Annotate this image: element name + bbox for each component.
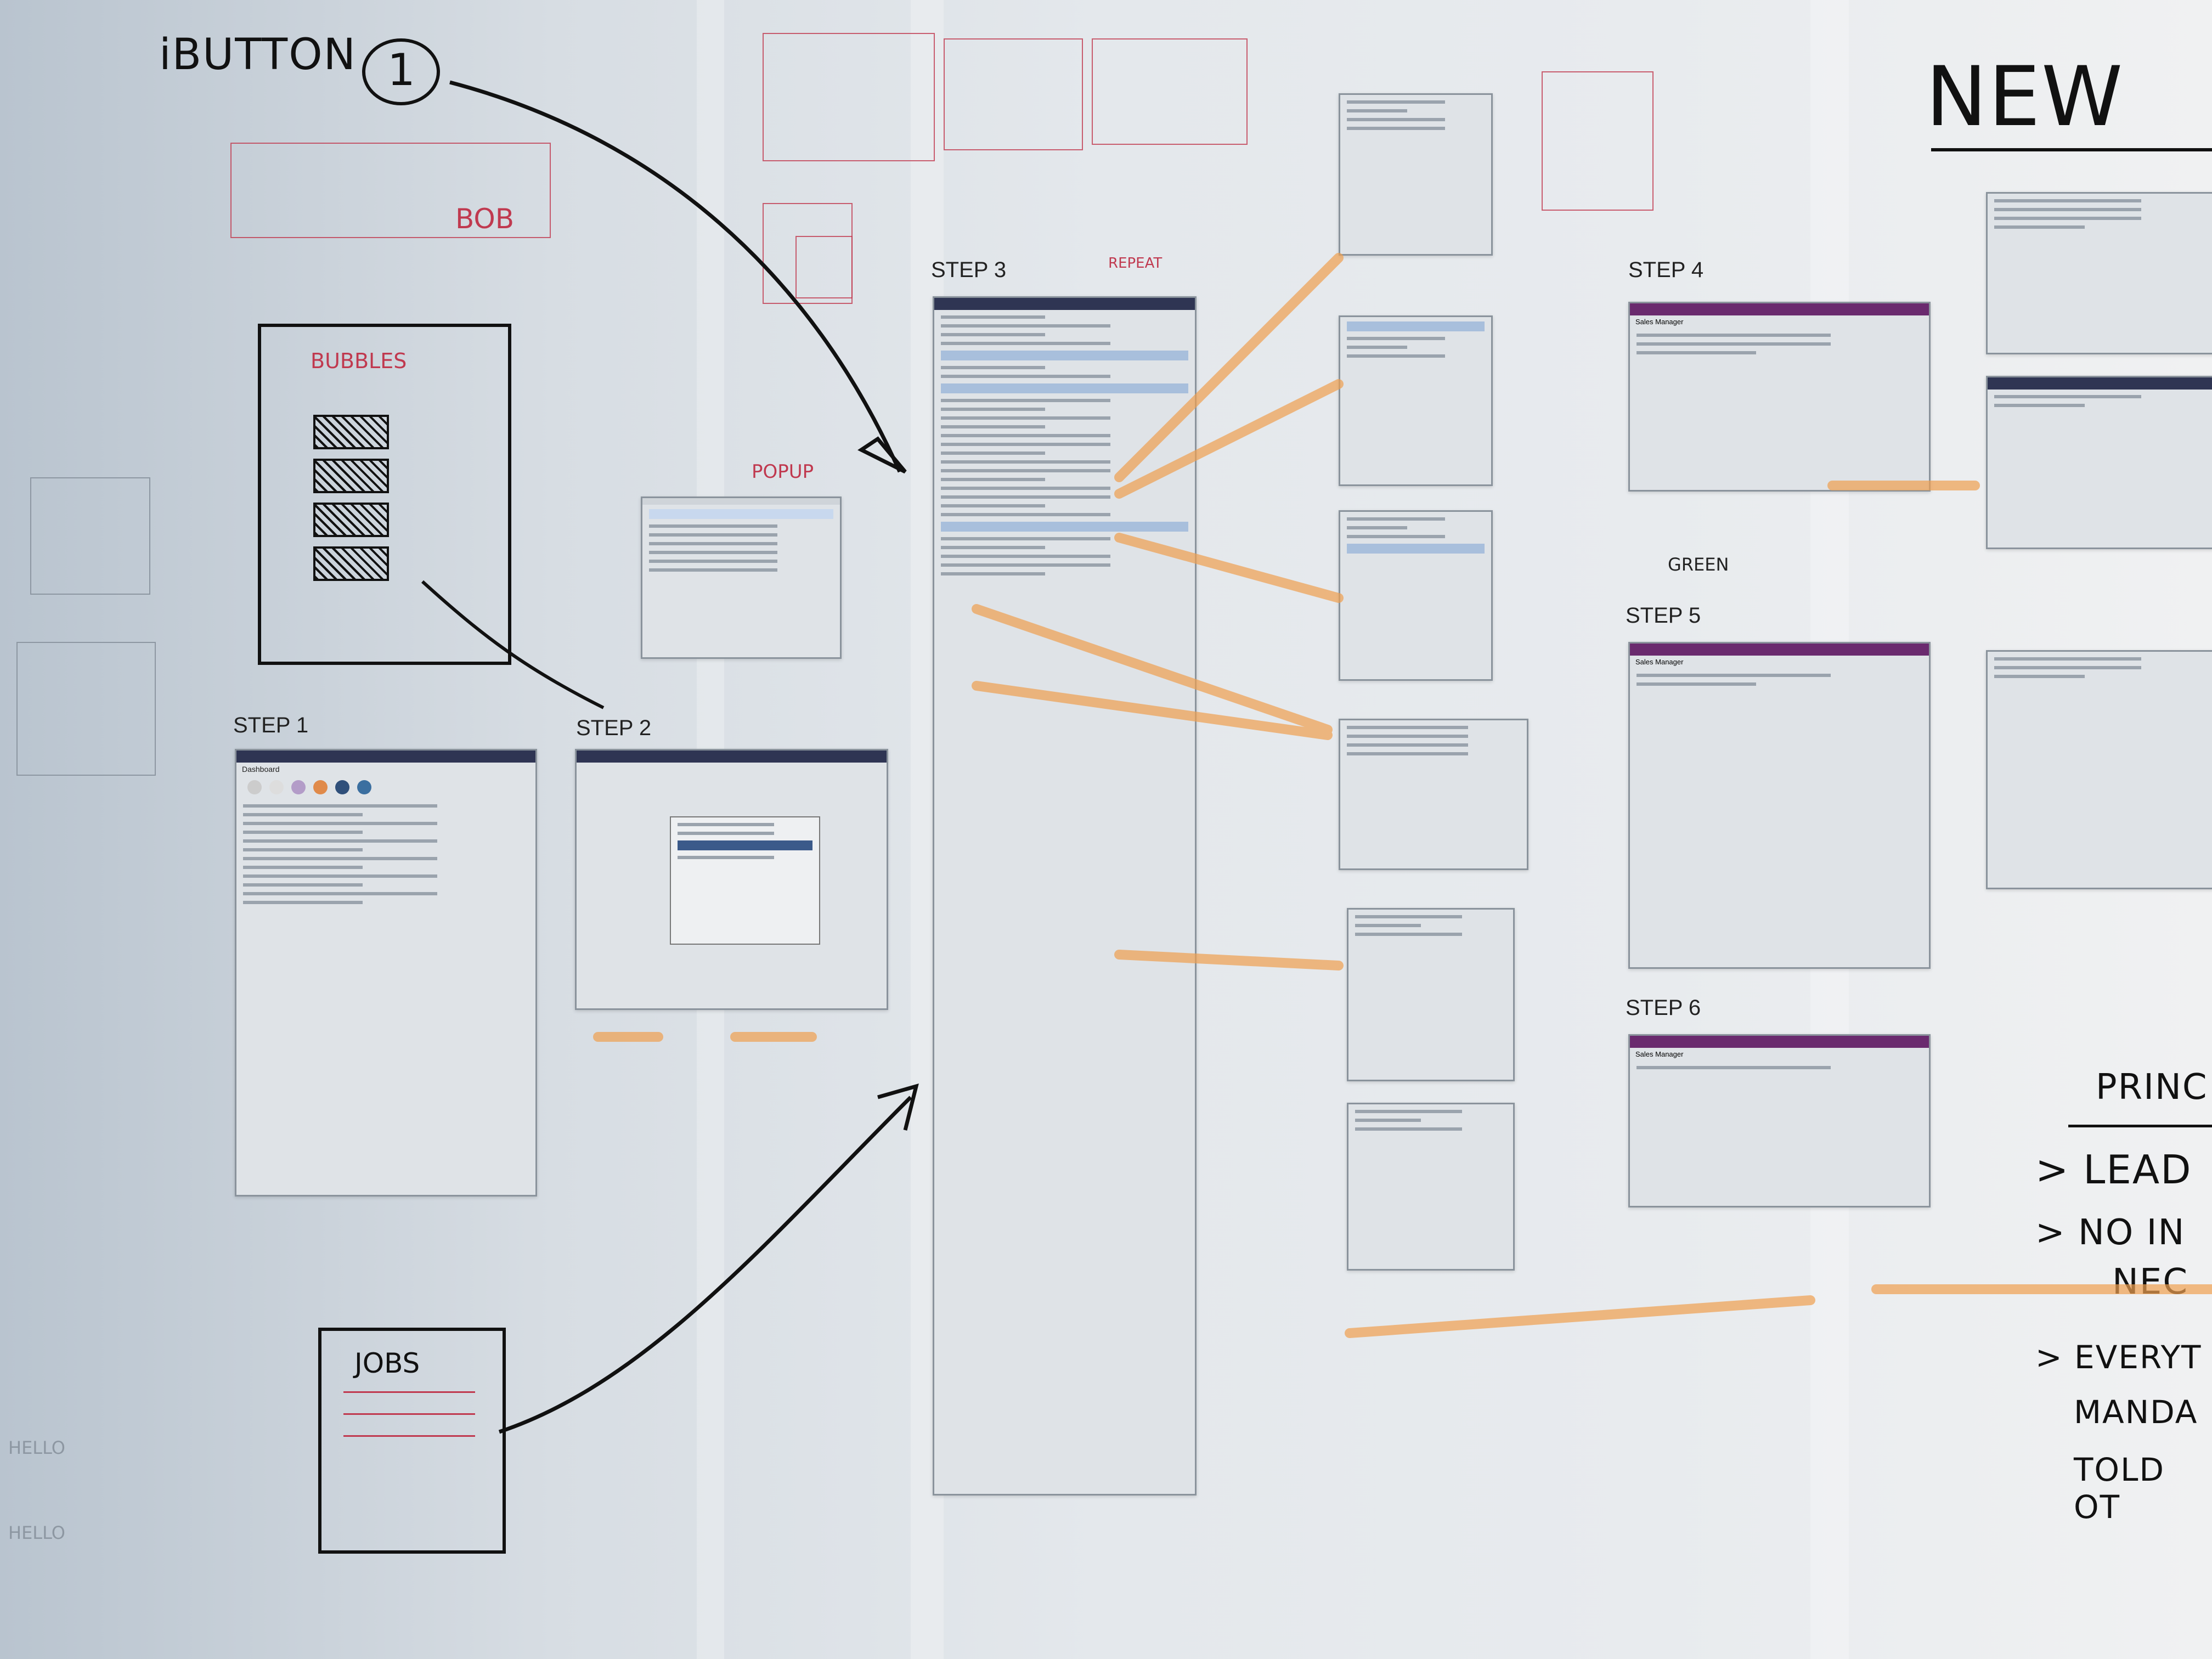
step-5-label: STEP 5 xyxy=(1626,603,1701,628)
search-screen xyxy=(1347,1103,1515,1271)
green-note: GREEN xyxy=(1668,554,1729,575)
bubble-bar xyxy=(313,503,389,537)
modal xyxy=(670,816,820,945)
search-screen xyxy=(1339,719,1528,870)
step-6-label: STEP 6 xyxy=(1626,996,1701,1020)
step-1-label: STEP 1 xyxy=(233,713,309,737)
screen-header: Sales Manager xyxy=(1635,318,1684,326)
bubbles-label: BUBBLES xyxy=(311,349,407,373)
jobs-label: JOBS xyxy=(354,1347,420,1379)
principle-item: NEC xyxy=(2112,1262,2188,1302)
bubble-bar xyxy=(313,546,389,581)
red-wireframe xyxy=(1542,71,1654,211)
screen-header: Sales Manager xyxy=(1635,1050,1684,1058)
principle-item: > NO IN xyxy=(2035,1212,2186,1253)
bubble-row xyxy=(236,776,535,799)
red-wireframe xyxy=(944,38,1083,150)
red-wireframe xyxy=(763,33,935,161)
principle-item: MANDA xyxy=(2074,1393,2198,1431)
circle-number: 1 xyxy=(387,44,416,95)
repeat-label: REPEAT xyxy=(1108,255,1163,272)
jobs-sketch: JOBS xyxy=(318,1328,506,1554)
red-line xyxy=(343,1391,475,1393)
red-wireframe xyxy=(795,236,853,298)
red-wireframe xyxy=(230,143,551,238)
step-3-label: STEP 3 xyxy=(931,258,1007,282)
step-2-label: STEP 2 xyxy=(576,716,652,740)
new-title: NEW xyxy=(1926,49,2124,145)
bubbles-sketch: BUBBLES xyxy=(258,324,511,665)
popup-screenshot xyxy=(641,496,842,659)
faded-sketch xyxy=(16,642,156,776)
screen-header: Sales Manager xyxy=(1635,658,1684,666)
hello-note: HELLO xyxy=(8,1522,65,1543)
search-screen xyxy=(1339,315,1493,486)
step-2-screenshot xyxy=(575,749,888,1010)
faded-sketch xyxy=(30,477,150,595)
search-screen xyxy=(1347,908,1515,1081)
step-4-label: STEP 4 xyxy=(1628,258,1704,282)
bubble-bar xyxy=(313,459,389,493)
bob-label: BOB xyxy=(455,203,515,235)
principle-item: TOLD OT xyxy=(2074,1451,2165,1526)
step-5-screenshot: Sales Manager xyxy=(1628,642,1931,969)
red-wireframe xyxy=(1092,38,1248,145)
new-screen xyxy=(1986,192,2212,354)
step-1-screenshot: Dashboard xyxy=(235,749,537,1197)
step-3-screenshot xyxy=(933,296,1197,1496)
ibutton-note: iBUTTON xyxy=(159,30,357,80)
search-screen xyxy=(1339,510,1493,681)
number-circle: 1 xyxy=(362,38,440,105)
red-line xyxy=(343,1435,475,1437)
step-4-screenshot: Sales Manager xyxy=(1628,302,1931,492)
principle-item: > LEAD xyxy=(2035,1147,2192,1193)
new-screen xyxy=(1986,376,2212,549)
underline xyxy=(2068,1125,2212,1127)
underline xyxy=(1931,148,2212,151)
hello-note: HELLO xyxy=(8,1437,65,1458)
red-line xyxy=(343,1413,475,1415)
app-header xyxy=(236,751,535,763)
step-6-screenshot: Sales Manager xyxy=(1628,1034,1931,1207)
search-screen xyxy=(1339,93,1493,256)
new-screen xyxy=(1986,650,2212,889)
screen-title: Dashboard xyxy=(242,765,280,774)
bubble-bar xyxy=(313,415,389,449)
principles-heading: PRINC xyxy=(2096,1067,2208,1108)
popup-label: POPUP xyxy=(752,461,814,483)
principle-item: > EVERYT xyxy=(2035,1339,2202,1376)
